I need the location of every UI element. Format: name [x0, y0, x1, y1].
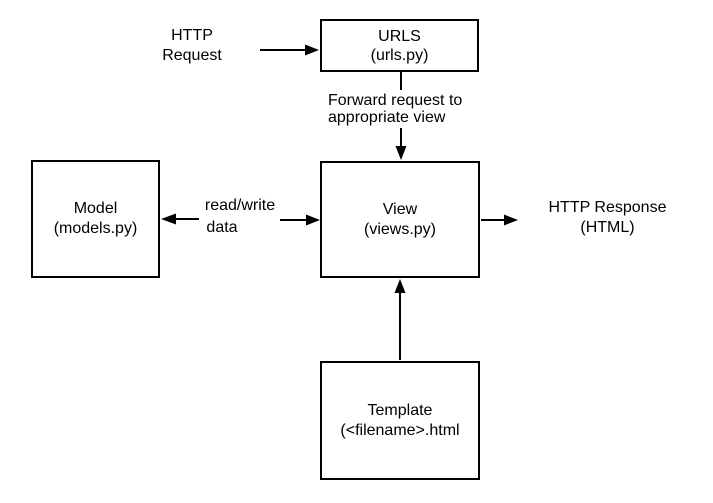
urls-box: URLS (urls.py) — [320, 19, 479, 72]
forward-request-label: Forward request to appropriate view — [327, 90, 464, 128]
http-request-line1: HTTP — [171, 27, 213, 44]
arrow-view-to-response — [481, 214, 518, 226]
urls-box-title: URLS — [378, 27, 421, 45]
http-response-label: HTTP Response (HTML) — [527, 198, 688, 238]
template-box-subtitle: (<filename>.html — [340, 421, 460, 439]
forward-request-line1: Forward request to — [328, 92, 463, 109]
view-box-subtitle: (views.py) — [363, 220, 436, 238]
http-request-line2: Request — [162, 47, 222, 64]
read-write-label: read/write — [204, 197, 276, 214]
arrow-template-to-view — [394, 279, 406, 360]
arrow-to-view-left — [280, 214, 320, 226]
view-box-title: View — [382, 200, 418, 218]
view-box: View (views.py) — [320, 161, 480, 278]
template-box-title: Template — [367, 401, 433, 419]
forward-request-line2: appropriate view — [328, 109, 446, 126]
read-write-data-label: data — [206, 219, 238, 236]
urls-box-subtitle: (urls.py) — [370, 46, 429, 64]
template-box: Template (<filename>.html — [320, 361, 480, 480]
model-box-title: Model — [73, 200, 118, 217]
http-request-label: HTTP Request — [150, 26, 234, 66]
arrow-http-request-to-urls — [260, 44, 319, 56]
arrow-to-model — [161, 213, 199, 225]
http-response-line2: (HTML) — [580, 219, 635, 236]
http-response-line1: HTTP Response — [548, 199, 667, 216]
model-box: Model (models.py) — [31, 160, 160, 278]
model-box-subtitle: (models.py) — [53, 220, 138, 237]
